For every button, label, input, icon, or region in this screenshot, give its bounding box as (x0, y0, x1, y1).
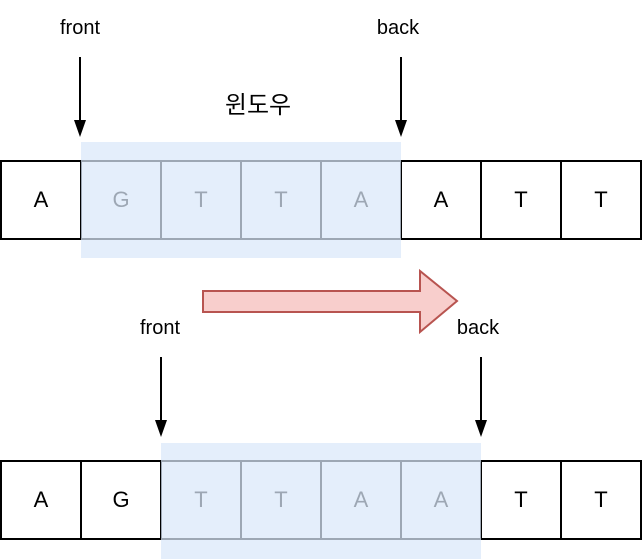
down-arrowhead-icon (74, 120, 86, 137)
down-arrowhead-icon (395, 120, 407, 137)
sequence-row-top: A G T T A A T T (0, 160, 642, 240)
sequence-cell: T (240, 160, 322, 240)
sequence-cell: T (480, 160, 562, 240)
sequence-row-bottom: A G T T A A T T (0, 460, 642, 540)
front-label-bottom: front (139, 317, 181, 339)
sequence-cell: T (480, 460, 562, 540)
sequence-cell: A (320, 160, 402, 240)
sequence-cell: A (400, 460, 482, 540)
sequence-cell: G (80, 460, 162, 540)
front-pointer-arrow-bottom (155, 357, 167, 437)
sequence-cell: T (240, 460, 322, 540)
window-label: 윈도우 (224, 92, 292, 119)
sequence-cell: T (160, 460, 242, 540)
down-arrowhead-icon (155, 420, 167, 437)
back-label-top: back (376, 17, 420, 39)
sequence-cell: G (80, 160, 162, 240)
sequence-cell: T (160, 160, 242, 240)
front-pointer-arrow-top (74, 57, 86, 137)
sequence-cell: A (0, 160, 82, 240)
sequence-cell: T (560, 460, 642, 540)
sequence-cell: A (320, 460, 402, 540)
slide-right-arrow-icon (202, 268, 459, 335)
back-label-bottom: back (456, 317, 500, 339)
back-pointer-arrow-bottom (475, 357, 487, 437)
sequence-cell: A (400, 160, 482, 240)
down-arrowhead-icon (475, 420, 487, 437)
back-pointer-arrow-top (395, 57, 407, 137)
sequence-cell: T (560, 160, 642, 240)
front-label-top: front (59, 17, 101, 39)
sequence-cell: A (0, 460, 82, 540)
